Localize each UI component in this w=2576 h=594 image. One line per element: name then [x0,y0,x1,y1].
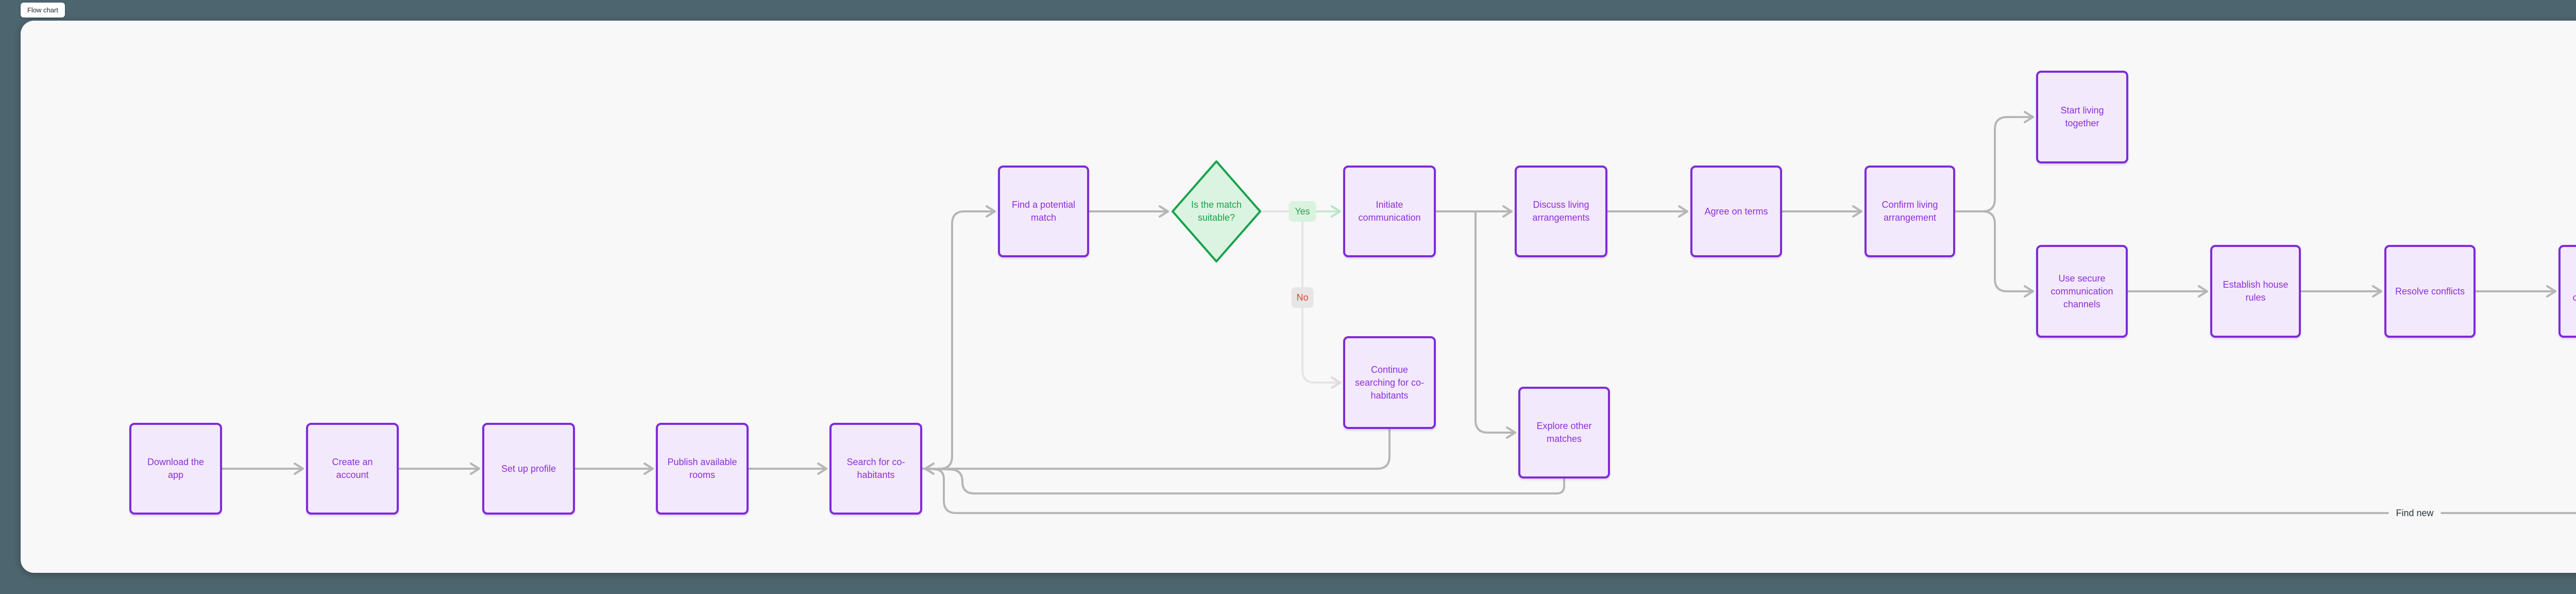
node-label: Start living together [2060,105,2104,128]
arrowhead-discuss-to-agree [1678,205,1688,218]
edge-agree-to-confirm [1781,205,1862,218]
arrowhead-agree-to-confirm [1852,205,1862,218]
node-create-account[interactable]: Create an account [306,423,399,515]
node-setup-profile[interactable]: Set up profile [482,423,575,515]
edge-initiate-to-discuss [1435,205,1513,218]
arrowhead-secure-to-establish [2198,285,2208,298]
node-download-app[interactable]: Download the app [129,423,222,515]
edge-establish-to-resolve [2300,285,2382,298]
node-secure-comm[interactable]: Use secure communication channels [2036,245,2128,338]
node-maintain-comm[interactable]: Maintain communication [2558,245,2576,338]
node-publish-rooms[interactable]: Publish available rooms [656,423,749,515]
arrowhead-initiate-to-explore [1506,426,1516,439]
arrowhead-create-to-setup [470,463,480,475]
edge-confirm-to-secure [1954,210,2034,298]
arrowhead-publish-to-search [817,463,827,475]
node-initiate-comm[interactable]: Initiate communication [1343,166,1436,257]
edge-find-to-decision [1088,205,1169,218]
node-label: Discuss living arrangements [1532,200,1590,223]
node-discuss-living[interactable]: Discuss living arrangements [1515,166,1607,257]
node-explore-matches[interactable]: Explore other matches [1518,387,1610,478]
node-label: Agree on terms [1704,206,1768,217]
node-label: Explore other matches [1536,421,1592,444]
arrowhead-confirm-to-secure [2024,285,2034,298]
node-label: Confirm living arrangement [1882,200,1938,223]
edge-search-to-find [921,205,996,470]
node-label: Use secure communication channels [2050,273,2113,309]
node-label: Create an account [332,457,373,480]
edge-label-findnew: Find new [2388,505,2441,521]
edge-label-yes: Yes [1289,201,1316,222]
arrowhead-decision-yes [1331,205,1341,218]
arrowhead-setup-to-publish [643,463,654,475]
arrowhead-confirm-to-start [2024,111,2034,123]
arrowhead-establish-to-resolve [2372,285,2382,298]
flow-chart-tab[interactable]: Flow chart [21,3,65,18]
node-label: Continue searching for co-habitants [1354,364,1425,401]
arrowhead-decide-findnew-loop [924,463,935,475]
node-find-match[interactable]: Find a potential match [998,166,1089,257]
arrowhead-decision-no [1331,376,1341,389]
node-start-living[interactable]: Start living together [2036,71,2128,163]
edge-discuss-to-agree [1606,205,1688,218]
node-establish-rules[interactable]: Establish house rules [2210,245,2301,338]
node-agree-terms[interactable]: Agree on terms [1690,166,1782,257]
edge-layer [221,111,2576,514]
node-confirm-living[interactable]: Confirm living arrangement [1865,166,1955,257]
edge-secure-to-establish [2127,285,2208,298]
arrowhead-download-to-create [294,463,304,475]
decision-label: Is the match suitable? [1191,200,1242,223]
node-search-cohabitants[interactable]: Search for co-habitants [829,423,922,515]
node-label: Maintain communication [2572,292,2576,303]
arrowhead-find-to-decision [1159,205,1169,218]
edge-publish-to-search [748,463,827,475]
arrowhead-search-to-find [986,205,996,218]
node-label: Find a potential match [1011,200,1076,223]
node-label: Establish house rules [2223,279,2289,303]
edge-download-to-create [221,463,304,475]
node-label: Resolve conflicts [2395,286,2465,296]
edge-initiate-to-explore [1475,210,1516,439]
node-label: Set up profile [501,463,556,474]
node-label: Publish available rooms [667,457,737,480]
node-label: Download the app [147,457,205,480]
decision-diamond-shape [1172,160,1261,262]
node-label: Initiate communication [1358,200,1421,223]
edge-decide-findnew-loop [924,463,2576,514]
arrowhead-resolve-to-maintain [2546,285,2556,298]
node-match-suitable[interactable]: Is the match suitable? [1171,160,1262,263]
flowchart-canvas[interactable]: Download the app Create an account Set up … [21,21,2576,573]
edge-label-no: No [1291,287,1314,308]
edge-decision-no [1301,210,1341,389]
arrowhead-initiate-to-discuss [1502,205,1513,218]
edge-setup-to-publish [574,463,654,475]
edge-resolve-to-maintain [2475,285,2556,298]
node-resolve-conflicts[interactable]: Resolve conflicts [2384,245,2476,338]
edge-create-to-setup [398,463,480,475]
edge-continue-to-search [924,428,1391,475]
edge-confirm-to-start [1954,111,2034,212]
node-continue-search[interactable]: Continue searching for co-habitants [1343,336,1436,429]
node-label: Search for co-habitants [846,457,905,480]
